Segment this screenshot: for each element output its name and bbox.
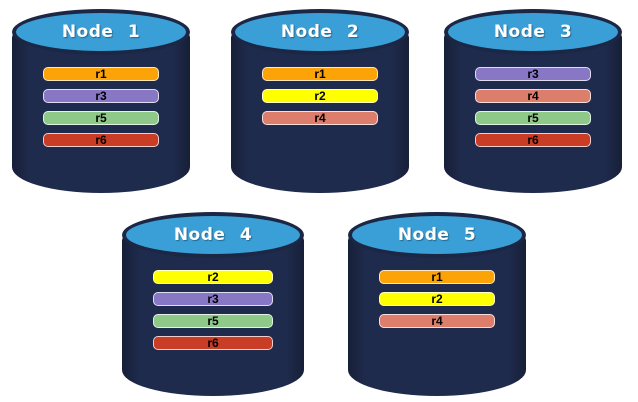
node-title: Node 1: [61, 22, 141, 42]
replica-bar-list: r1 r2 r4: [262, 67, 378, 125]
replica-bar-r5: r5: [475, 111, 591, 125]
replica-bar-r2: r2: [379, 292, 495, 306]
replica-bar-r5: r5: [43, 111, 159, 125]
cylinder-top-ellipse: Node 4: [122, 212, 304, 258]
node-3-cylinder: Node 3 r3 r4 r5 r6: [444, 9, 622, 193]
replica-bar-r3: r3: [43, 89, 159, 103]
cylinder-top-ellipse: Node 1: [12, 9, 190, 55]
cylinder-body: [122, 235, 304, 396]
replica-bar-r5: r5: [153, 314, 273, 328]
replica-bar-r4: r4: [475, 89, 591, 103]
cylinder-top-ellipse: Node 2: [231, 9, 409, 55]
replica-bar-r2: r2: [262, 89, 378, 103]
node-title: Node 3: [493, 22, 573, 42]
replica-bar-list: r2 r3 r5 r6: [153, 270, 273, 350]
cylinder-top-ellipse: Node 5: [348, 212, 526, 258]
replica-bar-r1: r1: [262, 67, 378, 81]
node-4-cylinder: Node 4 r2 r3 r5 r6: [122, 212, 304, 396]
node-5-cylinder: Node 5 r1 r2 r4: [348, 212, 526, 396]
replica-bar-r6: r6: [43, 133, 159, 147]
replica-bar-r6: r6: [153, 336, 273, 350]
replica-bar-r4: r4: [379, 314, 495, 328]
replica-bar-r1: r1: [379, 270, 495, 284]
node-title: Node 5: [397, 225, 477, 245]
replica-bar-r1: r1: [43, 67, 159, 81]
replica-bar-r2: r2: [153, 270, 273, 284]
cylinder-body: [231, 32, 409, 193]
node-title: Node 2: [280, 22, 360, 42]
replica-bar-r3: r3: [475, 67, 591, 81]
cylinder-top-ellipse: Node 3: [444, 9, 622, 55]
replica-bar-r4: r4: [262, 111, 378, 125]
node-title: Node 4: [173, 225, 253, 245]
node-1-cylinder: Node 1 r1 r3 r5 r6: [12, 9, 190, 193]
replica-bar-list: r1 r2 r4: [379, 270, 495, 328]
replica-bar-list: r1 r3 r5 r6: [43, 67, 159, 147]
node-2-cylinder: Node 2 r1 r2 r4: [231, 9, 409, 193]
cylinder-body: [348, 235, 526, 396]
replica-bar-r3: r3: [153, 292, 273, 306]
replica-bar-r6: r6: [475, 133, 591, 147]
replica-bar-list: r3 r4 r5 r6: [475, 67, 591, 147]
